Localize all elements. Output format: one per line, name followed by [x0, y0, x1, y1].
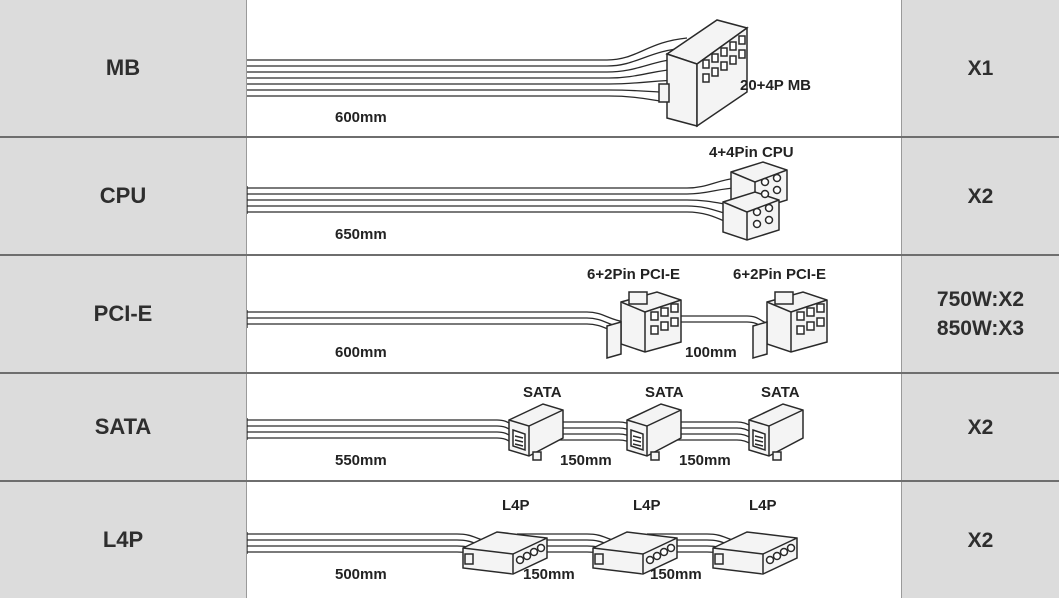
quantity-value: X1 [967, 56, 994, 80]
connector-label: 6+2Pin PCI-E [587, 266, 680, 283]
quantity-value: X2 [967, 528, 994, 552]
quantity-value: 850W:X3 [936, 317, 1025, 340]
quantity-cell: X2 [902, 374, 1059, 480]
row-divider [0, 480, 1059, 482]
cpu-cable-wires [247, 177, 738, 227]
connector-label: 4+4Pin CPU [709, 144, 794, 161]
cable-name: L4P [102, 527, 144, 552]
connector-label: L4P [749, 497, 777, 514]
length-label: 550mm [335, 452, 387, 469]
connector-label: 6+2Pin PCI-E [733, 266, 826, 283]
length-label: 150mm [560, 452, 612, 469]
l4p-connector-1-icon [462, 531, 548, 575]
sata-connector-2-icon [626, 403, 682, 461]
row-divider [0, 136, 1059, 138]
cable-name: CPU [99, 183, 147, 208]
mb-connector-20-4p-icon [658, 19, 749, 128]
l4p-cable-drawing [247, 531, 798, 575]
length-label: 650mm [335, 226, 387, 243]
length-label: 600mm [335, 109, 387, 126]
sata-connector-3-icon [748, 403, 804, 461]
cable-illustration-pci-e: 6+2Pin PCI-E 6+2Pin PCI-E 600mm 100mm [247, 256, 901, 372]
cable-name: SATA [94, 414, 152, 439]
length-label: 150mm [679, 452, 731, 469]
length-label: 500mm [335, 566, 387, 583]
pci-e-connector-1-icon [606, 291, 682, 359]
cable-illustration-l4p: L4P L4P L4P 500mm 150mm 150mm [247, 482, 901, 598]
row-divider [0, 372, 1059, 374]
quantity-value: X2 [967, 184, 994, 208]
mb-cable-drawing [247, 19, 749, 128]
cable-illustration-mb: 20+4P MB 600mm [247, 0, 901, 136]
connector-label: SATA [645, 384, 684, 401]
row-pci-e: PCI-E [0, 256, 1059, 372]
sata-cable-drawing [247, 403, 804, 461]
l4p-connector-3-icon [712, 531, 798, 575]
length-label: 150mm [650, 566, 702, 583]
pci-e-connector-2-icon [752, 291, 828, 359]
cable-name: PCI-E [93, 301, 153, 326]
cable-illustration-cpu: 4+4Pin CPU 650mm [247, 138, 901, 254]
l4p-connector-2-icon [592, 531, 678, 575]
length-label: 150mm [523, 566, 575, 583]
connector-label: 20+4P MB [740, 77, 812, 94]
sata-connector-1-icon [508, 403, 564, 461]
quantity-value: X2 [967, 415, 994, 439]
column-divider-right [901, 0, 902, 598]
cable-illustration-sata: SATA SATA SATA 550mm 150mm 150mm [247, 374, 901, 480]
mb-cable-wires [247, 37, 688, 105]
length-label: 100mm [685, 344, 737, 361]
pci-e-cable-drawing [247, 291, 828, 359]
pci-e-cable-wires [247, 310, 770, 335]
column-divider-left [246, 0, 247, 598]
row-sata: SATA [0, 374, 1059, 480]
row-l4p: L4P [0, 482, 1059, 598]
connector-label: L4P [502, 497, 530, 514]
connector-label: SATA [523, 384, 562, 401]
cable-name: MB [105, 55, 141, 80]
cpu-connector-4-4-pin-icon [722, 161, 788, 241]
connector-label: L4P [633, 497, 661, 514]
quantity-cell: 750W:X2 850W:X3 [902, 256, 1059, 372]
cpu-cable-drawing [247, 161, 788, 241]
row-divider [0, 254, 1059, 256]
length-label: 600mm [335, 344, 387, 361]
quantity-cell: X2 [902, 138, 1059, 254]
quantity-cell: X1 [902, 0, 1059, 136]
connector-label: SATA [761, 384, 800, 401]
quantity-value: 750W:X2 [936, 288, 1025, 311]
quantity-cell: X2 [902, 482, 1059, 598]
row-mb: MB [0, 0, 1059, 136]
row-cpu: CPU [0, 138, 1059, 254]
